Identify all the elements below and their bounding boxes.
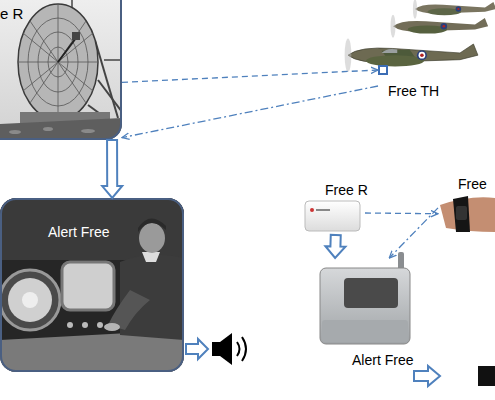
transmitter-device <box>305 201 360 231</box>
transmitter-node: Free R <box>300 180 365 235</box>
alert-panel <box>344 278 398 308</box>
radar-sky <box>0 0 122 140</box>
output-arrow <box>414 366 440 386</box>
control-room-box: Alert Free <box>0 198 184 372</box>
rubble <box>81 129 95 133</box>
console-knob <box>97 322 103 328</box>
ground <box>0 118 122 140</box>
roundel <box>443 25 446 28</box>
alert-device-node: Alert Free <box>318 258 413 373</box>
radio-signal <box>365 212 438 214</box>
propeller <box>345 38 352 72</box>
alert-case <box>320 268 410 344</box>
aircraft-tag: Free TH <box>378 62 458 102</box>
operator-hand <box>104 323 120 331</box>
radar-truss <box>104 59 120 61</box>
roundel <box>420 53 424 57</box>
radar-scope <box>22 292 38 308</box>
propeller <box>391 15 396 38</box>
radar-dish <box>18 4 98 120</box>
node-label: e R <box>0 5 23 22</box>
reply-signal <box>389 208 438 258</box>
speaker-icon <box>212 342 220 356</box>
flow-arrow <box>102 140 122 198</box>
alert-device <box>320 252 410 344</box>
node-label: Alert Free <box>48 224 109 240</box>
operator-collar <box>142 252 160 262</box>
aircraft <box>413 0 495 19</box>
node-label: Alert Free <box>352 352 413 368</box>
operator-hair <box>138 218 166 232</box>
alert-front <box>322 320 408 342</box>
roundel <box>456 6 462 12</box>
aircraft <box>345 38 478 72</box>
speaker-icon <box>478 366 495 386</box>
radar-scope <box>0 270 60 330</box>
rubble <box>43 127 53 131</box>
radar-photo-box: e R <box>0 0 122 140</box>
speaker-icon <box>220 333 232 365</box>
console-knob <box>82 322 88 328</box>
canopy <box>382 49 398 53</box>
dish-grid <box>23 33 93 91</box>
speaker-icon <box>212 333 246 365</box>
aircraft <box>391 15 489 38</box>
dish-grid <box>30 21 86 103</box>
wristband-photo <box>440 196 495 232</box>
dish-grid <box>30 21 86 103</box>
console-knob <box>67 322 73 328</box>
wristband-face <box>456 206 467 220</box>
echo-signal <box>122 86 378 138</box>
wristband <box>453 196 470 232</box>
node-label: Free TH <box>388 83 439 99</box>
feed-horn <box>72 32 80 40</box>
device-logo <box>316 209 330 211</box>
dish-grid <box>23 33 93 91</box>
console-panel <box>0 200 184 260</box>
radar-scope <box>8 278 52 322</box>
aircraft-photo <box>345 0 495 72</box>
transmitter-case <box>305 201 360 231</box>
node-label: Free <box>458 176 487 192</box>
radar-truss <box>98 80 122 112</box>
rubble <box>9 130 21 134</box>
device-logo <box>310 208 314 212</box>
roundel <box>441 23 448 30</box>
radar-truss <box>95 40 118 118</box>
roundel <box>457 8 459 10</box>
flow-arrow <box>325 235 345 258</box>
roundel <box>419 52 426 59</box>
room-background <box>0 198 184 372</box>
radar-photo <box>0 0 122 140</box>
roundel <box>417 50 427 60</box>
sound-wave <box>237 342 240 356</box>
device-antenna <box>398 252 404 270</box>
control-room-photo <box>0 198 184 372</box>
aircraft-wing <box>366 55 424 66</box>
radar-signal <box>122 70 378 82</box>
wristband-node: Free <box>438 176 495 234</box>
node-label: Free R <box>325 182 368 198</box>
feed-horn <box>58 38 76 62</box>
propeller <box>413 0 417 19</box>
operator-head <box>139 223 165 253</box>
output-arrow <box>186 339 208 359</box>
sound-wave <box>242 337 246 361</box>
console-screen <box>62 262 114 310</box>
tag-marker <box>379 66 387 74</box>
